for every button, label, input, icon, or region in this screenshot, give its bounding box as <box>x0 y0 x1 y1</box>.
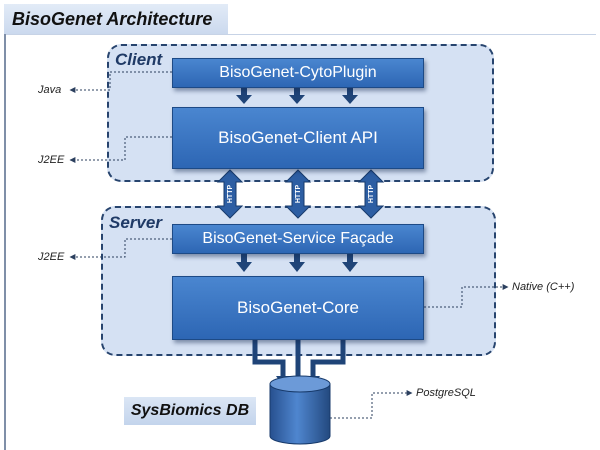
title-bar: BisoGenet Architecture <box>4 4 228 34</box>
frame-left-line <box>4 34 6 450</box>
http-connector-2: HTTP <box>284 169 312 219</box>
core-to-db-connectors <box>252 340 346 378</box>
j2ee-client-label: J2EE <box>38 154 65 166</box>
core-module: BisoGenet-Core <box>172 276 424 340</box>
postgresql-leader-line <box>330 390 413 419</box>
j2ee-client-leader-line <box>69 136 172 163</box>
down-arrow-group-client <box>236 88 358 104</box>
down-arrow <box>289 88 305 104</box>
http-connector-1: HTTP <box>216 169 244 219</box>
http-label: HTTP <box>227 185 234 204</box>
http-label: HTTP <box>368 185 375 204</box>
java-leader-line <box>69 71 172 93</box>
frame-top-line <box>4 34 596 35</box>
down-arrow <box>342 254 358 272</box>
down-arrow <box>289 254 305 272</box>
down-arrow <box>236 254 252 272</box>
native-leader-line <box>424 284 509 308</box>
j2ee-server-leader-line <box>69 238 172 260</box>
down-arrow-group-server <box>236 254 358 272</box>
service-facade-module: BisoGenet-Service Façade <box>172 224 424 254</box>
database-label: SysBiomics DB <box>124 397 256 425</box>
postgresql-label: PostgreSQL <box>416 387 476 399</box>
database-cylinder-icon <box>269 375 331 445</box>
native-label: Native (C++) <box>512 281 575 293</box>
cytoplugin-module: BisoGenet-CytoPlugin <box>172 58 424 88</box>
j2ee-server-label: J2EE <box>38 251 65 263</box>
client-api-module: BisoGenet-Client API <box>172 107 424 169</box>
down-arrow <box>236 88 252 104</box>
http-label: HTTP <box>295 185 302 204</box>
java-label: Java <box>38 84 62 96</box>
http-connector-3: HTTP <box>357 169 385 219</box>
client-group-label: Client <box>115 50 163 69</box>
server-group-label: Server <box>109 213 162 232</box>
diagram-title: BisoGenet Architecture <box>12 8 213 29</box>
down-arrow <box>342 88 358 104</box>
